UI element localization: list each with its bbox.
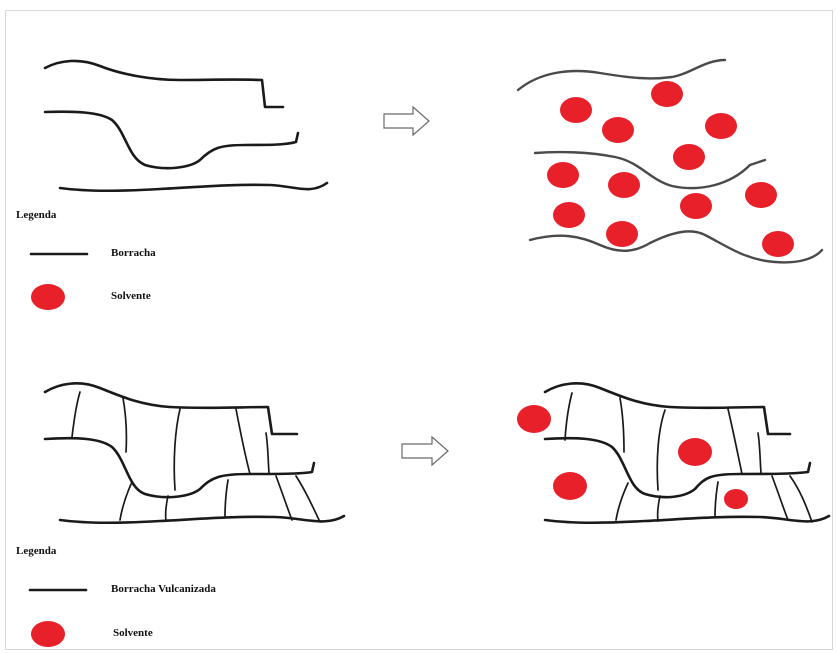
rubber-chain-3: [60, 183, 327, 191]
crosslink: [276, 476, 292, 520]
vulcanized-chain-2: [45, 438, 314, 497]
crosslink: [296, 476, 320, 522]
crosslink: [658, 496, 660, 521]
swollen-chain-1: [518, 60, 725, 90]
crosslink: [174, 409, 180, 490]
crosslink: [72, 392, 80, 437]
bottom-left-crosslinks: [72, 392, 320, 522]
top-right-solvent-molecules: [547, 81, 794, 257]
bottom-legend-title: Legenda: [16, 545, 56, 557]
crosslink: [715, 482, 718, 517]
crosslink: [236, 409, 250, 474]
legend-solvent-dot: [31, 284, 65, 310]
vulcanized-chain-3: [60, 516, 344, 523]
bottom-right-solvent-molecules: [517, 405, 748, 509]
crosslink: [758, 433, 761, 473]
bottom-legend-rubber-label: Borracha Vulcanizada: [111, 583, 216, 595]
solvent-dot: [705, 113, 737, 139]
top-legend-title: Legenda: [16, 209, 56, 221]
crosslink: [620, 398, 624, 452]
solvent-dot: [680, 193, 712, 219]
crosslink: [616, 483, 628, 520]
top-legend-rubber-label: Borracha: [111, 247, 156, 259]
solvent-dot: [553, 472, 587, 500]
legend-solvent-dot: [31, 621, 65, 647]
crosslink: [225, 480, 228, 517]
solvent-dot: [608, 172, 640, 198]
crosslink: [772, 476, 788, 520]
bottom-legend-solvent-label: Solvente: [113, 627, 153, 639]
vulcanized-chain-1: [45, 383, 297, 434]
solvent-dot: [673, 144, 705, 170]
solvent-dot: [602, 117, 634, 143]
solvent-dot: [517, 405, 551, 433]
solvent-dot: [560, 97, 592, 123]
top-arrow-icon: [384, 107, 429, 135]
bottom-left-vulcanized-rubber: [45, 383, 344, 522]
solvent-dot: [678, 438, 712, 466]
crosslink: [166, 496, 168, 521]
crosslink: [565, 393, 572, 440]
solvent-dot: [606, 221, 638, 247]
top-legend-solvent-label: Solvente: [111, 290, 151, 302]
crosslink: [120, 482, 132, 520]
crosslink: [266, 433, 269, 473]
vulcanized-chain-1: [545, 383, 790, 434]
solvent-dot: [745, 182, 777, 208]
rubber-chain-2: [45, 112, 298, 168]
solvent-dot: [724, 489, 748, 509]
solvent-dot: [547, 162, 579, 188]
solvent-dot: [651, 81, 683, 107]
solvent-dot: [553, 202, 585, 228]
crosslink: [123, 398, 126, 452]
solvent-dot: [762, 231, 794, 257]
crosslink: [728, 409, 742, 474]
bottom-arrow-icon: [402, 437, 448, 465]
rubber-chain-1: [45, 61, 283, 107]
top-left-rubber-chains: [45, 61, 327, 191]
crosslink: [657, 410, 665, 490]
crosslink: [790, 476, 812, 522]
